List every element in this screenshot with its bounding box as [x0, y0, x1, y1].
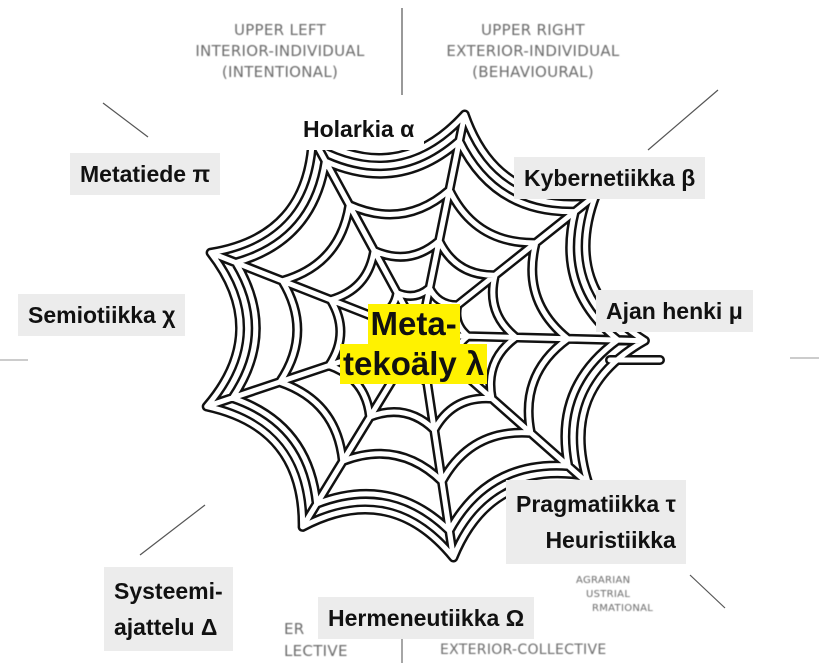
node-metatiede: Metatiede π — [70, 153, 220, 195]
node-systeemi-line2: ajattelu Δ — [114, 609, 223, 645]
node-systeemi-line1: Systeemi- — [114, 573, 223, 609]
node-pragmatiikka: Pragmatiikka τ — [516, 486, 676, 522]
node-pragmatiikka-heuristiikka: Pragmatiikka τ Heuristiikka — [506, 480, 686, 564]
node-kybernetiikka: Kybernetiikka β — [514, 157, 705, 199]
node-holarkia: Holarkia α — [293, 108, 424, 150]
node-hermeneutiikka: Hermeneutiikka Ω — [318, 597, 534, 639]
node-heuristiikka: Heuristiikka — [516, 522, 676, 558]
center-label-line1: Meta- — [368, 304, 460, 344]
center-label-line2: tekoäly λ — [340, 344, 487, 384]
center-label: Meta- tekoäly λ — [340, 304, 487, 384]
node-ajan-henki: Ajan henki μ — [596, 290, 753, 332]
node-semiotiikka: Semiotiikka χ — [18, 294, 185, 336]
node-systeemiajattelu: Systeemi- ajattelu Δ — [104, 567, 233, 651]
